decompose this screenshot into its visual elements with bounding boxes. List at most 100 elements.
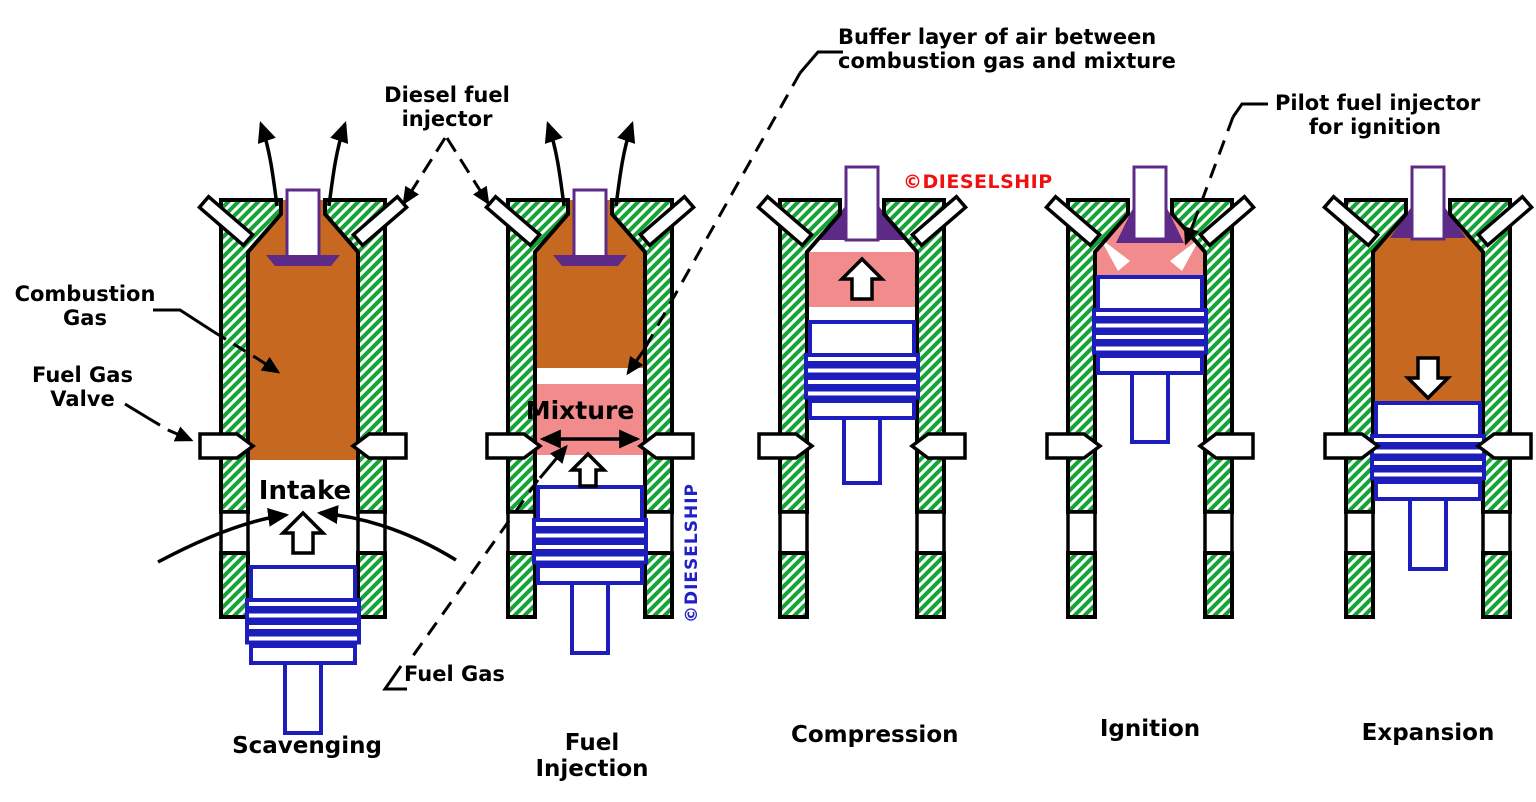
fuel-gas-valve-left xyxy=(757,432,815,460)
exhaust-valve-stem xyxy=(1410,165,1446,241)
diesel-injector-leader-left xyxy=(402,137,447,206)
scavenge-port-left xyxy=(778,510,809,555)
scavenge-port-left xyxy=(1344,510,1375,555)
label-line: injector xyxy=(401,106,493,131)
fuel-gas-valve-leader-arrow xyxy=(167,426,194,442)
piston-skirt xyxy=(536,564,644,585)
stage-line: Compression xyxy=(791,722,959,748)
buffer-layer-leader-dash xyxy=(642,72,802,351)
label-line: Gas xyxy=(63,305,107,330)
piston-ring xyxy=(245,598,361,610)
fuel-injector-left xyxy=(483,194,543,248)
stage-label-compression: Compression xyxy=(791,722,959,749)
piston-ring xyxy=(245,632,361,645)
piston-ring xyxy=(1370,457,1486,469)
exhaust-arrow-right xyxy=(614,121,636,207)
exhaust-valve-stem xyxy=(572,188,608,260)
fuel-gas-valve-leader-dash xyxy=(147,416,169,432)
stage-line: Fuel xyxy=(564,730,620,756)
buffer-layer-label: Buffer layer of air between combustion g… xyxy=(838,25,1176,73)
stage-line: Ignition xyxy=(1099,716,1201,742)
piston-rod xyxy=(842,416,882,485)
combustion-gas-leader-arrow xyxy=(257,356,281,374)
piston-ring xyxy=(804,376,920,388)
exhaust-valve-stem xyxy=(285,188,321,260)
fuel-injector-left xyxy=(1321,194,1381,248)
leader-lines xyxy=(124,50,1268,691)
compression-up-arrow xyxy=(837,256,887,301)
label-line: Valve xyxy=(50,386,115,411)
pilot-fuel-injector-right xyxy=(1197,194,1257,248)
exhaust-valve-stem xyxy=(1132,165,1168,241)
intake-flow-arrow-left xyxy=(157,507,290,564)
label-line: Pilot fuel injector xyxy=(1275,91,1481,115)
expansion-down-arrow xyxy=(1403,356,1453,401)
stage-label-ignition: Ignition xyxy=(1070,716,1230,743)
diesel-injector-leader-right xyxy=(445,137,490,206)
label-line: Buffer layer of air between xyxy=(838,25,1157,49)
scavenge-port-right xyxy=(643,510,674,555)
piston xyxy=(1370,401,1486,571)
piston-ring xyxy=(1092,342,1208,355)
label-line: Fuel Gas xyxy=(32,363,133,387)
pilot-injector-leader-elbow xyxy=(1231,102,1268,118)
piston-ring xyxy=(1370,468,1486,481)
piston-skirt xyxy=(1096,354,1204,375)
fuel-injector-left xyxy=(196,194,256,248)
piston-crown xyxy=(808,320,916,357)
piston-ring xyxy=(245,609,361,622)
cylinder-wall-lower-right xyxy=(1481,551,1512,619)
fuel-gas-valve-left xyxy=(485,432,543,460)
piston-crown xyxy=(536,485,644,522)
cylinder-wall-lower-left xyxy=(506,551,537,619)
fuel-gas-valve-left xyxy=(198,432,256,460)
exhaust-valve-head xyxy=(266,255,340,266)
piston-ring xyxy=(804,387,920,400)
piston-ring xyxy=(1092,308,1208,320)
cylinder-ignition xyxy=(1043,165,1257,619)
cylinder-wall-lower-left xyxy=(1066,551,1097,619)
intake-label: Intake xyxy=(258,476,352,506)
piston xyxy=(804,320,920,485)
exhaust-arrow-left xyxy=(257,121,279,207)
combustion-gas-leader xyxy=(153,308,215,334)
fuel-gas-valve-right xyxy=(909,432,967,460)
cylinder-expansion xyxy=(1321,165,1535,619)
piston-ring xyxy=(1092,331,1208,343)
piston-ring xyxy=(804,353,920,365)
label-line: combustion gas and mixture xyxy=(838,48,1176,73)
fuel-gas-leader-arrow xyxy=(538,444,568,479)
buffer-layer-leader-elbow xyxy=(798,50,843,74)
exhaust-arrow-left xyxy=(544,121,566,207)
fuel-gas-valve-leader xyxy=(124,402,149,420)
watermark-dieselship-red: ©DIESELSHIP xyxy=(903,171,1053,193)
cylinder-fuel-injection xyxy=(483,121,697,655)
gas-up-arrow xyxy=(567,451,609,488)
combustion-gas-leader-dash xyxy=(213,330,259,361)
stage-line: Scavenging xyxy=(232,733,382,759)
cylinder-wall-lower-left xyxy=(778,551,809,619)
piston-ring xyxy=(245,621,361,633)
piston-crown xyxy=(1374,401,1482,438)
piston xyxy=(532,485,648,655)
cylinder-compression xyxy=(755,165,969,619)
cylinder-wall-lower-left xyxy=(219,551,250,619)
buffer-layer-leader-arrow xyxy=(626,349,646,376)
intake-up-arrow xyxy=(278,510,328,555)
piston-ring xyxy=(532,541,648,553)
watermark-dieselship-blue: ©DIESELSHIP xyxy=(682,483,702,623)
mixture-label: Mixture xyxy=(525,396,635,425)
label-line: for ignition xyxy=(1308,114,1442,139)
cylinder-wall-lower-right xyxy=(643,551,674,619)
fuel-gas-leader-angle-mark xyxy=(382,665,407,691)
piston-ring xyxy=(532,552,648,565)
fuel-gas-valve-right xyxy=(1197,432,1255,460)
piston-ring xyxy=(804,364,920,377)
piston-crown xyxy=(1096,275,1204,312)
fuel-injector-right xyxy=(637,194,697,248)
cylinder-wall-lower-left xyxy=(1344,551,1375,619)
fuel-gas-valve-left xyxy=(1045,432,1103,460)
stage-label-scavenging: Scavenging xyxy=(227,733,387,760)
pilot-spray-left xyxy=(1100,238,1130,271)
